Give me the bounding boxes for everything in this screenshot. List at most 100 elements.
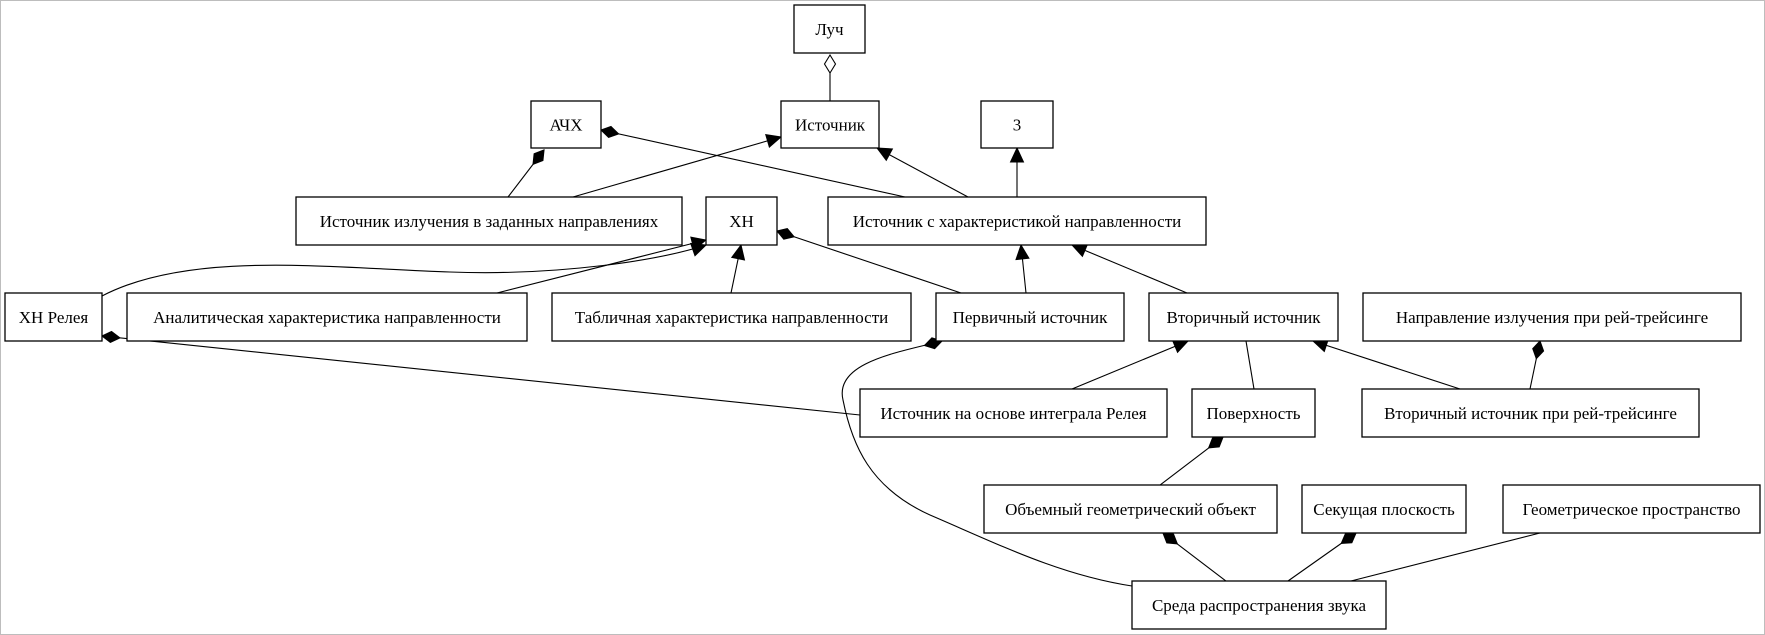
edge-line: [572, 136, 782, 198]
node-label: АЧХ: [549, 116, 582, 135]
edge-relint-to-hnrel: [100, 330, 861, 416]
node-luch[interactable]: Луч: [793, 4, 866, 54]
node-label: Табличная характеристика направленности: [575, 308, 889, 327]
edge-sreda-to-geomprost: [1350, 532, 1541, 582]
node-naprrt[interactable]: Направление излучения при рей-трейсинге: [1362, 292, 1742, 342]
edge-sreda-to-sekush: [1287, 532, 1357, 582]
node-istochnik[interactable]: Источник: [780, 100, 880, 149]
node-hn[interactable]: ХН: [705, 196, 778, 246]
node-box: [1301, 484, 1467, 534]
node-tabl[interactable]: Табличная характеристика направленности: [551, 292, 912, 342]
edge-line: [101, 335, 861, 416]
edge-sreda-to-perv: [841, 337, 1133, 587]
node-geomprost[interactable]: Геометрическое пространство: [1502, 484, 1761, 534]
node-box: [705, 196, 778, 246]
node-box: [4, 292, 103, 342]
inheritance-arrowhead: [1171, 339, 1190, 354]
node-perv[interactable]: Первичный источник: [935, 292, 1125, 342]
node-box: [780, 100, 880, 149]
composition-arrowhead: [1207, 436, 1224, 449]
node-box: [859, 388, 1168, 438]
node-label: Направление излучения при рей-трейсинге: [1396, 308, 1708, 327]
node-sreda[interactable]: Среда распространения звука: [1131, 580, 1387, 630]
composition-arrowhead: [1340, 532, 1357, 544]
inheritance-arrowhead: [1015, 243, 1030, 261]
composition-arrowhead: [776, 228, 796, 240]
node-box: [1148, 292, 1339, 342]
composition-arrowhead: [1532, 339, 1545, 360]
edge-line: [496, 239, 707, 294]
node-label: Вторичный источник: [1167, 308, 1322, 327]
composition-arrowhead: [599, 125, 620, 138]
inheritance-arrowhead: [765, 134, 783, 149]
node-label: Среда распространения звука: [1152, 596, 1367, 615]
edge-perv-to-hn: [776, 228, 962, 294]
edge-line: [876, 147, 969, 198]
node-box: [1502, 484, 1761, 534]
node-hnrel[interactable]: ХН Релея: [4, 292, 103, 342]
node-label: ХН: [729, 212, 754, 231]
edge-relint-to-vtor: [1071, 339, 1190, 390]
edge-isz-to-ach: [507, 149, 545, 198]
composition-arrowhead: [532, 149, 545, 166]
node-obgeom[interactable]: Объемный геометрический объект: [983, 484, 1278, 534]
node-ach[interactable]: АЧХ: [530, 100, 602, 149]
composition-arrowhead: [100, 330, 121, 344]
node-box: [551, 292, 912, 342]
node-z[interactable]: 3: [980, 100, 1054, 149]
edge-ishn-to-istochnik: [875, 147, 969, 198]
inheritance-arrowhead: [875, 147, 894, 162]
node-box: [530, 100, 602, 149]
node-label: Секущая плоскость: [1313, 500, 1455, 519]
inheritance-arrowhead: [730, 243, 746, 261]
node-vtorrt[interactable]: Вторичный источник при рей-трейсинге: [1361, 388, 1700, 438]
node-label: Геометрическое пространство: [1523, 500, 1741, 519]
edge-line: [101, 244, 707, 297]
edge-isz-to-istochnik: [572, 134, 783, 198]
edge-ishn-to-ach: [599, 125, 906, 198]
node-box: [827, 196, 1207, 246]
edge-istochnik-to-luch: [823, 53, 837, 101]
edge-line: [1312, 340, 1461, 390]
edge-hnrel-to-hn: [101, 242, 708, 297]
inheritance-arrowhead: [1009, 146, 1025, 163]
node-box: [1191, 388, 1316, 438]
node-label: Объемный геометрический объект: [1005, 500, 1256, 519]
node-box: [980, 100, 1054, 149]
edge-line: [1071, 340, 1189, 390]
node-label: Источник на основе интеграла Релея: [880, 404, 1146, 423]
edge-obgeom-to-poverh: [1159, 436, 1224, 486]
node-box: [126, 292, 528, 342]
node-box: [793, 4, 866, 54]
node-analit[interactable]: Аналитическая характеристика направленно…: [126, 292, 528, 342]
node-box: [935, 292, 1125, 342]
node-vtor[interactable]: Вторичный источник: [1148, 292, 1339, 342]
edge-line: [776, 230, 962, 294]
aggregation-arrowhead: [823, 53, 837, 75]
node-label: ХН Релея: [19, 308, 89, 327]
edge-line: [841, 340, 1133, 587]
node-poverh[interactable]: Поверхность: [1191, 388, 1316, 438]
edge-line: [1245, 340, 1255, 390]
edge-line: [1350, 532, 1541, 582]
node-sekush[interactable]: Секущая плоскость: [1301, 484, 1467, 534]
edge-vtor-to-ishn: [1070, 243, 1188, 294]
node-relint[interactable]: Источник на основе интеграла Релея: [859, 388, 1168, 438]
edge-tabl-to-hn: [730, 243, 746, 294]
node-label: Поверхность: [1207, 404, 1301, 423]
edge-vtorrt-to-naprrt: [1529, 339, 1545, 390]
edge-perv-to-ishn: [1015, 243, 1030, 294]
node-label: Источник излучения в заданных направлени…: [320, 212, 659, 231]
node-box: [295, 196, 683, 246]
edge-line: [1071, 244, 1188, 294]
edge-poverh-to-vtor: [1245, 340, 1255, 390]
node-label: Первичный источник: [953, 308, 1109, 327]
node-ishn[interactable]: Источник с характеристикой направленност…: [827, 196, 1207, 246]
inheritance-arrowhead: [1070, 243, 1089, 258]
node-isz[interactable]: Источник излучения в заданных направлени…: [295, 196, 683, 246]
edge-ishn-to-z: [1009, 146, 1025, 197]
node-box: [1131, 580, 1387, 630]
edge-sreda-to-obgeom: [1162, 532, 1227, 582]
